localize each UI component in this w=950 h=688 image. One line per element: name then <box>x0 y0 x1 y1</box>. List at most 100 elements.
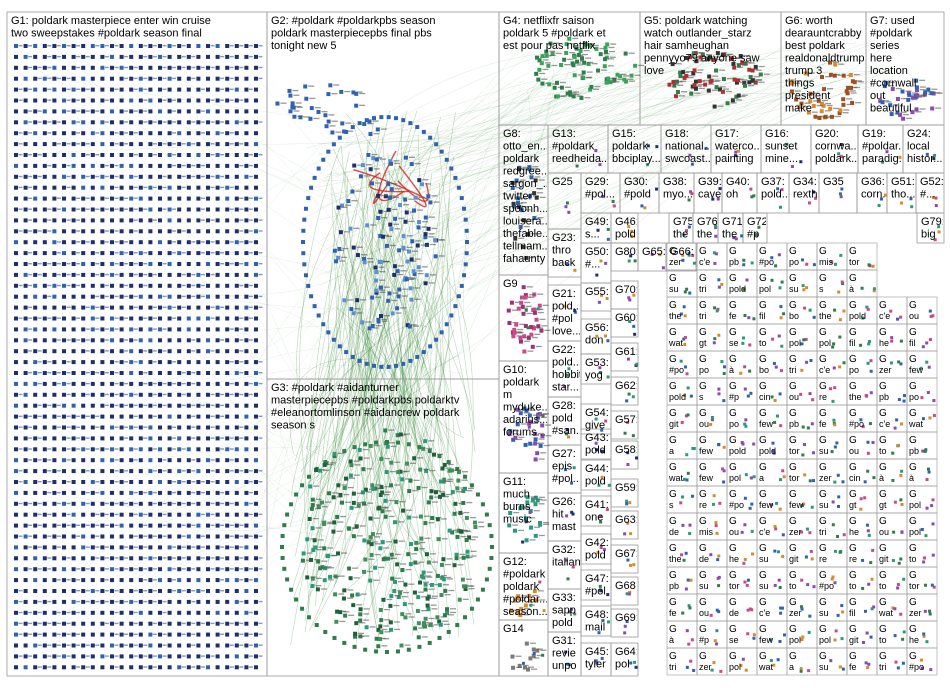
g2-ring-node <box>453 175 458 180</box>
group-node <box>566 262 570 266</box>
g7-node <box>882 84 887 89</box>
small-group-node <box>869 561 873 565</box>
small-group-node <box>831 399 835 403</box>
g1-node <box>71 425 76 430</box>
g4-node <box>602 57 607 62</box>
small-group-word: the <box>819 311 832 321</box>
g1-node <box>119 458 124 463</box>
g3-node <box>467 535 472 540</box>
small-group-node <box>776 658 780 662</box>
g2-ring-node <box>303 273 308 278</box>
g1-node <box>254 512 258 517</box>
group-label-line: tyler <box>585 659 606 671</box>
g1-node <box>62 371 66 375</box>
g1-node <box>81 360 86 365</box>
g1-node <box>52 392 57 397</box>
g1-node <box>186 534 191 539</box>
group-node <box>711 197 715 201</box>
g3-node <box>384 441 389 446</box>
small-group-node <box>743 580 747 584</box>
g1-node <box>225 120 230 125</box>
g1-node <box>177 142 182 147</box>
g2-node <box>339 89 344 94</box>
g1-node <box>90 381 95 386</box>
g1-node <box>33 153 38 157</box>
small-group-word: po <box>789 257 799 267</box>
group-label-line: #poldark <box>503 569 546 581</box>
g1-node <box>33 349 38 354</box>
small-group-node <box>829 387 833 391</box>
g3-ring-node <box>363 647 368 652</box>
g3-node <box>400 477 405 482</box>
g1-node <box>196 458 201 463</box>
g1-node <box>62 414 66 419</box>
g3-ring-node <box>417 644 422 649</box>
g1-node <box>62 98 66 103</box>
g3-node <box>322 521 327 526</box>
g1-node <box>81 76 86 81</box>
g1-node <box>158 392 162 397</box>
g1-node <box>33 360 38 365</box>
g1-node <box>62 185 66 190</box>
g3-node <box>403 582 408 587</box>
g3-node <box>369 552 374 557</box>
g1-node <box>138 534 143 539</box>
g1-node <box>100 523 105 528</box>
g1-node <box>148 403 153 408</box>
small-group-node <box>773 399 777 403</box>
group-node <box>645 163 649 167</box>
g1-node <box>206 229 210 234</box>
g1-node <box>14 501 18 506</box>
g1-node <box>215 131 220 136</box>
g2-ring-node <box>350 354 355 359</box>
g1-node <box>14 229 18 234</box>
g1-node <box>234 283 239 288</box>
g1-node <box>254 44 258 48</box>
small-group-node <box>713 306 717 310</box>
g1-node <box>244 163 249 168</box>
group-node <box>599 259 603 263</box>
g3-node <box>416 595 421 600</box>
g1-node <box>119 414 124 419</box>
small-group-word: pol <box>909 527 921 537</box>
small-group-label: G <box>849 570 857 581</box>
small-group-label: G <box>759 435 767 446</box>
g1-node <box>90 283 95 288</box>
g1-node <box>119 120 124 125</box>
g1-node <box>71 381 76 386</box>
small-group-node <box>894 660 898 664</box>
g11-node <box>535 498 540 503</box>
g1-node <box>23 142 28 147</box>
g1-node <box>215 403 220 408</box>
small-group-node <box>830 577 834 581</box>
group-label-g54: G54:give <box>585 407 609 432</box>
g8-node <box>514 178 519 183</box>
g1-node <box>234 327 239 332</box>
g9-node <box>512 330 517 335</box>
small-group-node <box>833 480 837 484</box>
small-group-node <box>739 664 743 668</box>
group-node <box>799 160 803 164</box>
group-label-line: G43: <box>585 432 609 444</box>
g8-node <box>527 165 532 170</box>
g3-node <box>384 469 389 474</box>
g1-node <box>215 294 220 299</box>
small-group-node <box>770 256 774 260</box>
g1-node <box>90 621 95 626</box>
g1-node <box>33 490 38 495</box>
small-group-node <box>773 524 777 528</box>
g1-node <box>234 545 239 550</box>
g11-node <box>533 495 538 500</box>
g1-node <box>148 469 153 474</box>
g1-node <box>110 65 114 70</box>
small-group-node <box>923 609 927 613</box>
g2-node <box>367 326 372 331</box>
g4-node <box>580 56 585 61</box>
group-label-line: #... <box>585 259 600 271</box>
small-group-node <box>687 642 691 646</box>
g1-node <box>254 98 258 103</box>
g6-node <box>828 106 833 111</box>
group-node <box>532 651 536 655</box>
g1-node <box>167 218 172 223</box>
small-group-word: few <box>759 635 774 645</box>
